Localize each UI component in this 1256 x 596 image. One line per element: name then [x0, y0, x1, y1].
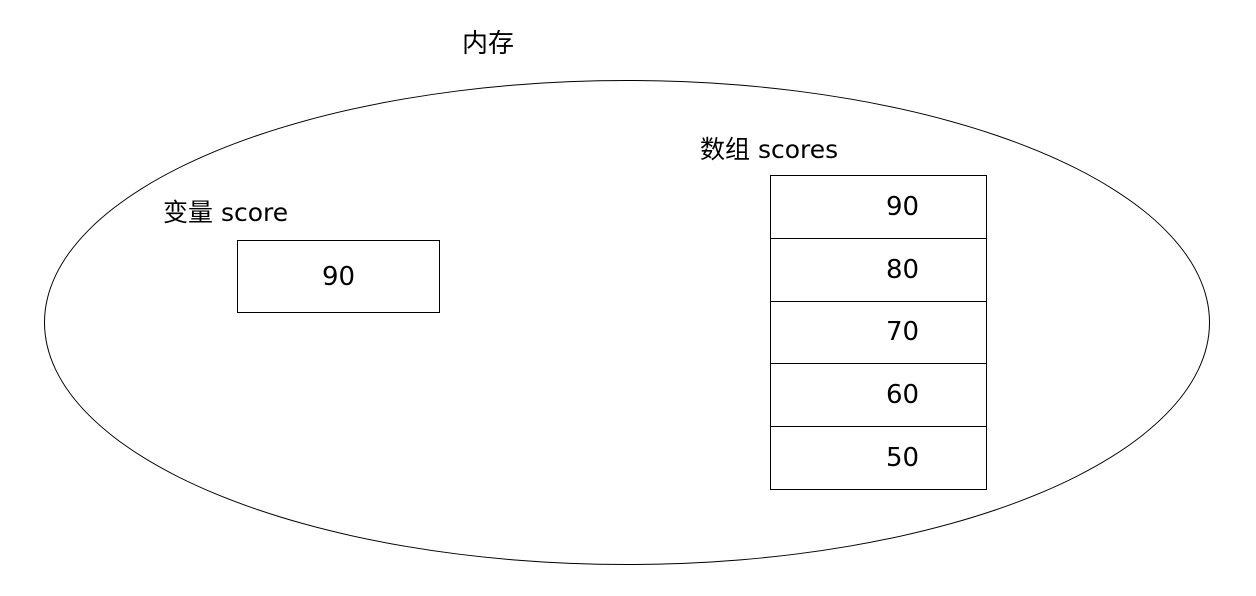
array-cell: 70	[771, 302, 986, 365]
array-cell-value: 70	[885, 317, 920, 348]
array-cell-value: 80	[885, 254, 920, 285]
variable-value: 90	[321, 261, 356, 292]
array-cell: 90	[771, 176, 986, 239]
array-cell: 60	[771, 364, 986, 428]
array-cell: 50	[771, 427, 986, 489]
variable-box: 90	[237, 240, 440, 313]
page-title: 内存	[461, 29, 514, 59]
array-cell-value: 90	[885, 191, 920, 222]
array-label: 数组 scores	[700, 135, 839, 164]
memory-region-ellipse	[44, 80, 1210, 565]
array-cell: 80	[771, 239, 986, 302]
variable-label: 变量 score	[163, 198, 289, 227]
array-cell-value: 60	[885, 380, 920, 411]
array-table: 90 80 70 60 50	[770, 175, 987, 490]
array-cell-value: 50	[885, 443, 920, 474]
